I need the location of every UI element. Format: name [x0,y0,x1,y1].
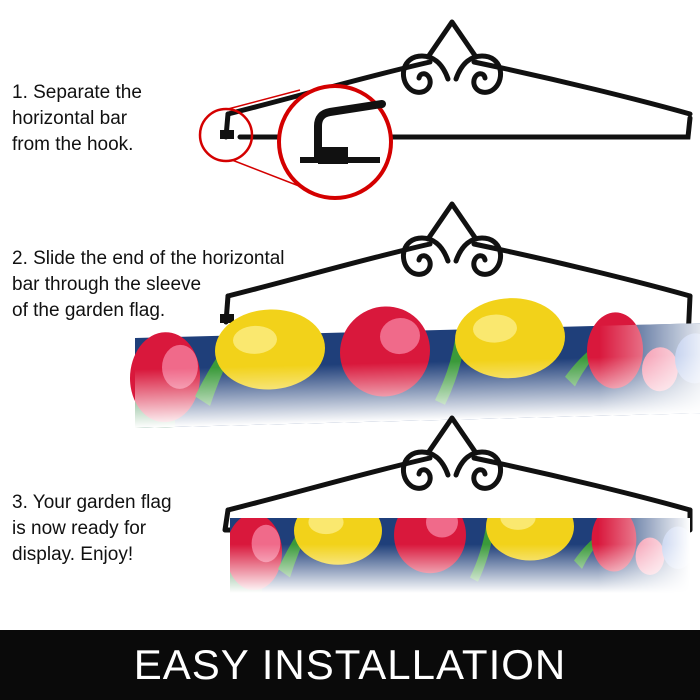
garden-flag-image-hanging [230,518,690,593]
garden-flag-image [130,292,700,429]
hanger-step-3 [222,418,693,533]
footer-title: EASY INSTALLATION [133,641,567,688]
step-3-instruction: 3. Your garden flag is now ready for dis… [12,492,172,565]
step-1-instruction: 1. Separate the horizontal bar from the … [12,82,142,155]
installation-illustration [130,0,700,593]
zoom-magnifier-circle-icon [198,84,393,200]
footer-banner: EASY INSTALLATION [0,630,700,700]
step-2-instruction: 2. Slide the end of the horizontal bar t… [12,248,285,321]
